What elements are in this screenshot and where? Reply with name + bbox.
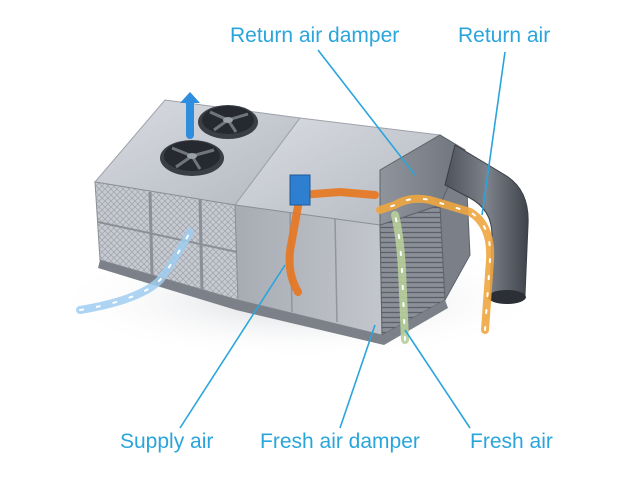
supply-air-stream-core	[79, 231, 191, 311]
fan-rear	[198, 105, 258, 139]
label-supply-air: Supply air	[120, 430, 214, 453]
heating-coil-valve	[289, 174, 311, 206]
condenser-frame-rail	[97, 221, 238, 253]
fan-front	[160, 140, 224, 176]
label-return-air-damper: Return air damper	[230, 24, 400, 47]
label-fresh-air-damper: Fresh air damper	[260, 430, 420, 453]
label-fresh-air: Fresh air	[470, 430, 553, 453]
leader-line-return-air	[481, 51, 506, 216]
label-return-air: Return air	[458, 24, 551, 47]
return-air-stream-core	[379, 197, 492, 331]
leader-line-fresh-air-damper	[339, 324, 376, 429]
return-air-duct-outlet	[488, 290, 526, 304]
panel-seam	[334, 217, 338, 323]
leader-line-fresh-air	[404, 329, 471, 429]
exhaust-air-arrow	[180, 92, 200, 103]
leader-line-supply-air	[179, 264, 286, 429]
fresh-air-stream-core	[394, 214, 406, 341]
leader-line-return-air-damper	[317, 49, 416, 176]
